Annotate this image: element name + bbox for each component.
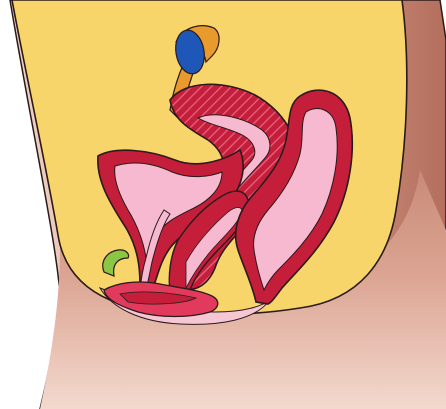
anatomy-figure [0,0,446,409]
pelvis-sagittal-illustration [0,0,446,409]
